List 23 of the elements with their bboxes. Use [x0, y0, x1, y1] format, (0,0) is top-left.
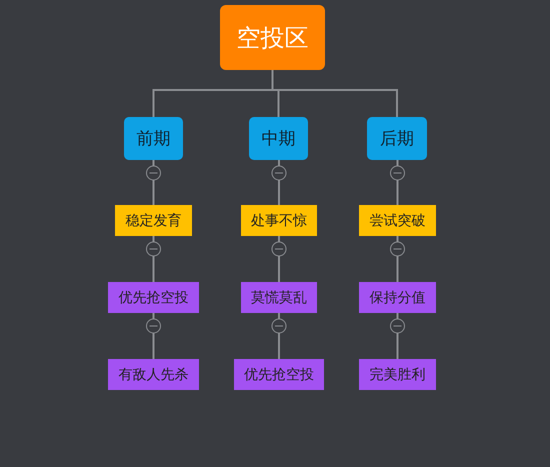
step-box: 优先抢空投 [108, 282, 199, 313]
step-box: 莫慌莫乱 [241, 282, 317, 313]
connector-line [272, 70, 398, 117]
step-box: 完美胜利 [359, 359, 436, 390]
tip-box: 稳定发育 [115, 205, 192, 236]
connector-line [396, 160, 398, 205]
root-box: 空投区 [220, 5, 325, 70]
connector-line [152, 236, 154, 282]
tip-box: 处事不惊 [241, 205, 317, 236]
connector-line [152, 160, 154, 205]
step-box: 保持分值 [359, 282, 436, 313]
connector-line [396, 313, 398, 359]
step-box: 优先抢空投 [234, 359, 324, 390]
step-box: 有敌人先杀 [108, 359, 199, 390]
phase-box: 前期 [124, 117, 183, 160]
connector-line [278, 236, 280, 282]
phase-box: 中期 [249, 117, 308, 160]
connector-line [278, 313, 280, 359]
phase-box: 后期 [367, 117, 427, 160]
connector-line [396, 236, 398, 282]
tip-box: 尝试突破 [359, 205, 436, 236]
connector-line [278, 160, 280, 205]
connector-line [152, 313, 154, 359]
